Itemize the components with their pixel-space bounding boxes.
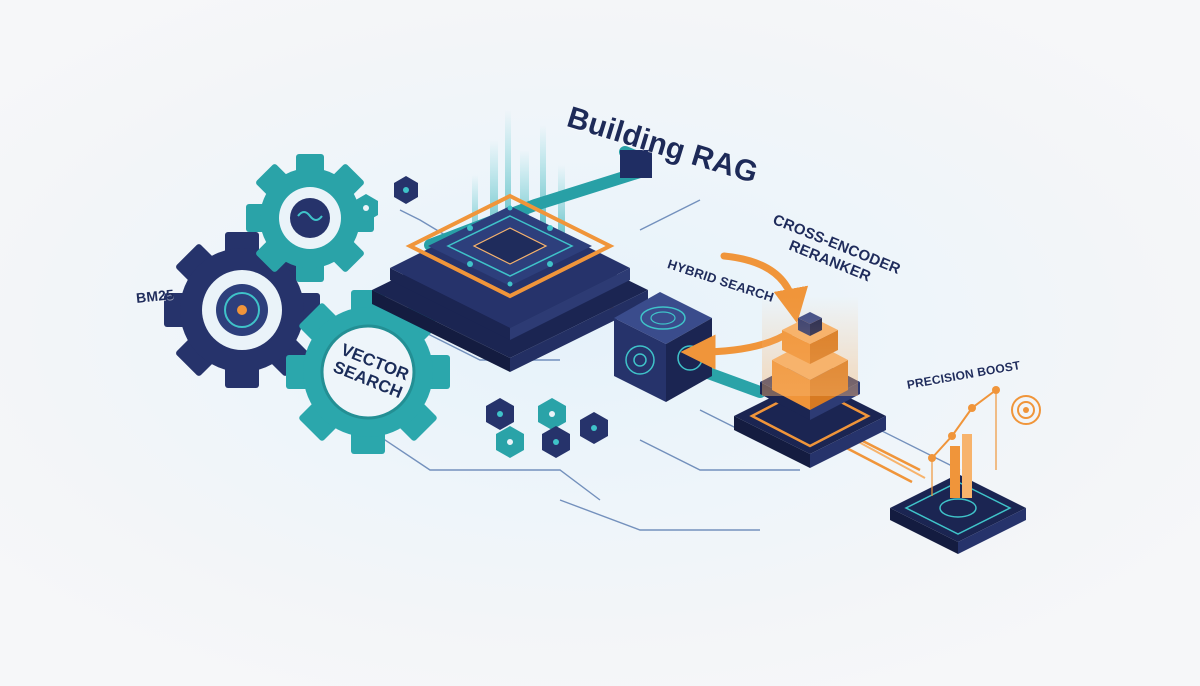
retrieval-chip-icon — [372, 193, 648, 372]
bm25-gear-icon — [164, 232, 320, 388]
reranker-tower-icon — [734, 296, 886, 468]
precision-chart-icon — [890, 386, 1026, 554]
vector-search-gear-icon — [286, 290, 450, 454]
data-node-icons — [354, 176, 608, 458]
embedding-gear-icon — [246, 154, 374, 282]
target-icon — [1011, 395, 1041, 425]
